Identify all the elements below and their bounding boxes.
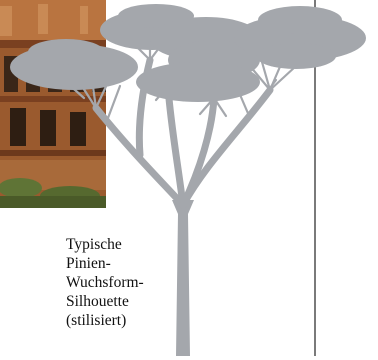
arch-opening <box>10 108 26 146</box>
caption-line: Silhouette <box>66 292 176 311</box>
figure-caption: Typische Pinien- Wuchsform- Silhouette (… <box>66 235 176 330</box>
caption-line: Typische <box>66 235 176 254</box>
caption-line: Pinien- <box>66 254 176 273</box>
arch-opening <box>40 110 56 146</box>
arch-opening <box>70 112 86 146</box>
canopy-lower <box>136 62 260 102</box>
shrub <box>0 178 42 198</box>
caption-line: Wuchsform- <box>66 273 176 292</box>
ruin-photo <box>0 0 106 208</box>
caption-line: (stilisiert) <box>66 311 176 330</box>
